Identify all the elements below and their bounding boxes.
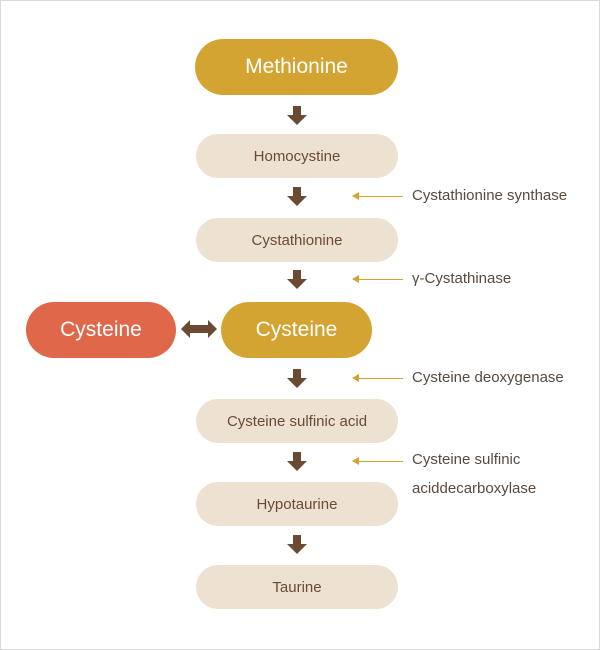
enzyme-arrow-line [357,461,403,462]
down-arrow-icon [287,452,307,471]
down-arrow-icon [287,187,307,206]
enzyme-arrow-line [357,279,403,280]
node-taurine-label: Taurine [272,578,322,596]
node-homocystine: Homocystine [196,134,398,178]
enzyme-arrowhead-icon [352,275,359,283]
node-cysteine-left-label: Cysteine [60,318,142,341]
enzyme-csad-line2: aciddecarboxylase [412,480,537,497]
enzyme-arrow-line [357,378,403,379]
enzyme-arrowhead-icon [352,457,359,465]
enzyme-arrowhead-icon [352,374,359,382]
down-arrow-icon [287,535,307,554]
down-arrow-icon [287,106,307,125]
down-arrow-icon [287,369,307,388]
node-cysteine-sulfinic-acid-label: Cysteine sulfinic acid [226,412,368,430]
node-methionine: Methionine [195,39,398,95]
enzyme-gamma-cystathinase: γ-Cystathinase [412,270,512,287]
enzyme-arrow-line [357,196,403,197]
down-arrow-icon [287,270,307,289]
node-cystathionine: Cystathionine [196,218,398,262]
enzyme-arrowhead-icon [352,192,359,200]
node-cystathionine-label: Cystathionine [251,231,343,249]
node-homocystine-label: Homocystine [253,147,341,165]
node-cysteine-main: Cysteine [221,302,372,358]
node-hypotaurine: Hypotaurine [196,482,398,526]
enzyme-csad-line1: Cysteine sulfinic [412,451,521,468]
node-cysteine-left: Cysteine [26,302,176,358]
enzyme-cysteine-deoxygenase: Cysteine deoxygenase [412,369,564,386]
node-methionine-label: Methionine [245,55,348,78]
node-hypotaurine-label: Hypotaurine [256,495,338,513]
enzyme-cystathionine-synthase: Cystathionine synthase [412,187,568,204]
node-cysteine-main-label: Cysteine [255,318,338,341]
node-cysteine-sulfinic-acid: Cysteine sulfinic acid [196,399,398,443]
node-taurine: Taurine [196,565,398,609]
bidirectional-arrow-icon [181,320,217,338]
